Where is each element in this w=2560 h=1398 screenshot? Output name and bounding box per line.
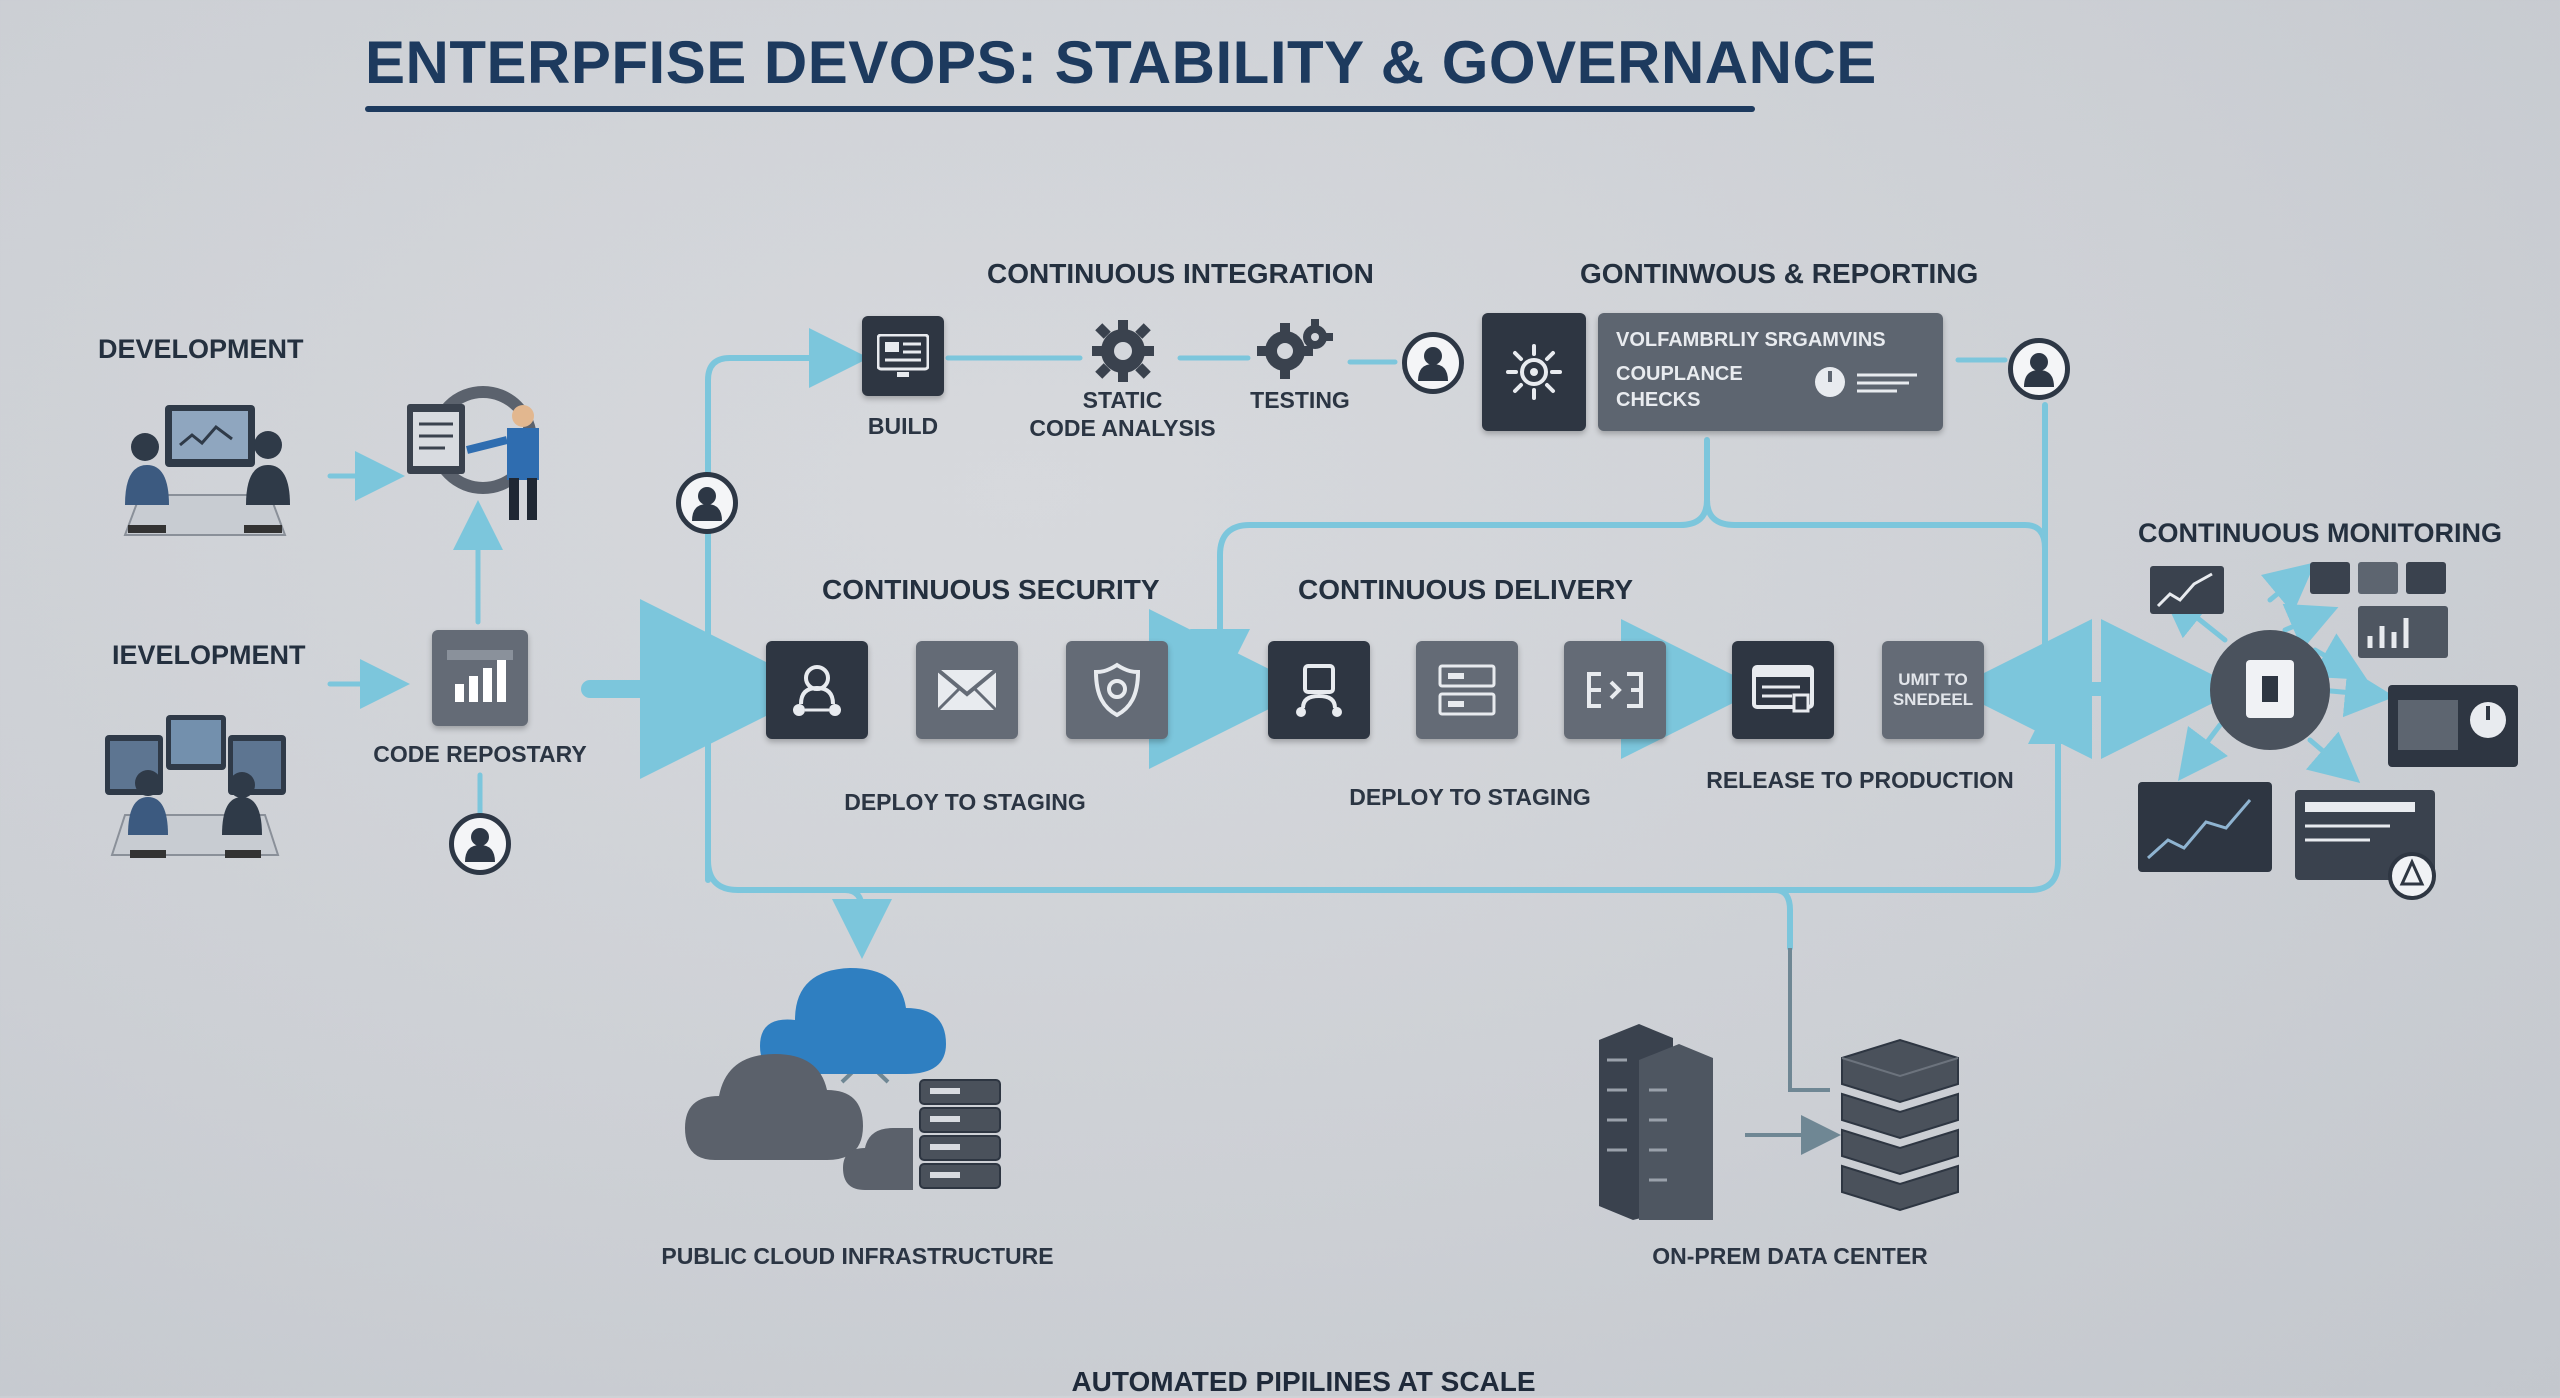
user-avatar-icon-loop[interactable] bbox=[676, 472, 738, 534]
down-to-onprem bbox=[1772, 887, 1793, 951]
delivery-section-label: CONTINUOUS DELIVERY bbox=[1298, 574, 1633, 605]
user-avatar-icon-ci[interactable] bbox=[1402, 332, 1464, 394]
release-label: RELEASE TO PRODUCTION bbox=[1706, 767, 2014, 793]
delivery-person-tile[interactable] bbox=[1268, 641, 1370, 739]
unit-tile-text-1: UMIT TO bbox=[1898, 670, 1968, 689]
developer-team-icon bbox=[110, 395, 300, 560]
page-title: ENTERPFISE DEVOPS: STABILITY & GOVERNANC… bbox=[365, 29, 1877, 96]
spoke-2 bbox=[2282, 603, 2339, 650]
reporting-panel[interactable]: VOLFAMBRLIY SRGAMVINS COUPLANCE CHECKS bbox=[1598, 313, 1943, 431]
gears-icon bbox=[1255, 315, 1335, 390]
monitoring-section-label: CONTINUOUS MONITORING bbox=[2138, 518, 2502, 548]
spoke-7 bbox=[2260, 562, 2316, 614]
code-repository-tile[interactable] bbox=[432, 630, 528, 726]
database-stack-icon bbox=[1838, 1038, 1963, 1228]
ci-section-label: CONTINUOUS INTEGRATION bbox=[987, 258, 1374, 289]
static-analysis-label: STATIC CODE ANALYSIS bbox=[1010, 386, 1235, 442]
bar-chart-icon bbox=[447, 650, 513, 702]
release-screen-icon bbox=[1752, 665, 1814, 713]
build-label: BUILD bbox=[867, 413, 939, 439]
security-section-label: CONTINUOUS SECURITY bbox=[822, 574, 1160, 605]
footer-caption: AUTOMATED PIPILINES AT SCALE bbox=[1071, 1366, 1536, 1397]
envelope-tile[interactable] bbox=[916, 641, 1018, 739]
code-repo-label: CODE REPOSTARY bbox=[373, 741, 587, 767]
testing-label: TESTING bbox=[1250, 387, 1350, 413]
envelope-icon bbox=[936, 668, 998, 712]
bug-gear-tile[interactable] bbox=[1482, 313, 1586, 431]
database-server-icon bbox=[1595, 1020, 1745, 1230]
status-dial-icon bbox=[1815, 367, 1917, 397]
reporting-line-1: VOLFAMBRLIY SRGAMVINS bbox=[1616, 329, 1886, 351]
reporting-section-label: GONTINWOUS & REPORTING bbox=[1580, 258, 1979, 289]
onprem-label: ON-PREM DATA CENTER bbox=[1652, 1243, 1928, 1269]
build-tile[interactable] bbox=[862, 316, 944, 396]
onprem-link bbox=[1788, 948, 1830, 1092]
build-monitor-icon bbox=[877, 334, 929, 377]
bottom-loop bbox=[705, 684, 2088, 893]
server-rack-icon bbox=[1438, 664, 1496, 716]
code-arrow-icon bbox=[1587, 672, 1643, 708]
down-to-cloud bbox=[832, 887, 892, 959]
static-label-line-1: STATIC bbox=[1082, 387, 1163, 413]
repo-document-icon bbox=[405, 380, 555, 535]
spoke-3 bbox=[2311, 633, 2368, 680]
reporting-line-3: CHECKS bbox=[1616, 389, 1701, 411]
security-person-icon bbox=[793, 665, 841, 716]
delivery-deploy-label: DEPLOY TO STAGING bbox=[1349, 784, 1591, 810]
loop-to-ci bbox=[705, 328, 869, 883]
server-rack-tile[interactable] bbox=[1416, 641, 1518, 739]
dev-top-label: DEVELOPMENT bbox=[98, 334, 304, 364]
cloud-icon bbox=[685, 960, 1025, 1225]
shield-icon bbox=[1093, 662, 1141, 718]
code-arrow-tile[interactable] bbox=[1564, 641, 1666, 739]
security-person-tile[interactable] bbox=[766, 641, 868, 739]
developer-team-icon-2 bbox=[100, 705, 290, 880]
user-avatar-icon-report[interactable] bbox=[2008, 338, 2070, 400]
bug-gear-icon bbox=[1506, 344, 1562, 400]
security-person-icon-2 bbox=[1296, 664, 1342, 717]
static-label-line-2: CODE ANALYSIS bbox=[1029, 415, 1216, 441]
gear-icon bbox=[1088, 318, 1158, 389]
spoke-5 bbox=[2178, 722, 2228, 781]
shield-tile[interactable] bbox=[1066, 641, 1168, 739]
security-deploy-label: DEPLOY TO STAGING bbox=[844, 789, 1086, 815]
unit-tile-text-2: SNEDEEL bbox=[1892, 690, 1974, 709]
spoke-6 bbox=[2305, 731, 2361, 784]
title-underline bbox=[365, 106, 1755, 112]
cloud-label: PUBLIC CLOUD INFRASTRUCTURE bbox=[661, 1243, 1054, 1269]
unit-tile[interactable]: UMIT TO SNEDEEL bbox=[1882, 641, 1984, 739]
reporting-line-2: COUPLANCE bbox=[1616, 363, 1743, 385]
reporting-to-delivery bbox=[1190, 437, 1710, 689]
release-tile[interactable] bbox=[1732, 641, 1834, 739]
monitor-hub-icon bbox=[2130, 560, 2525, 915]
user-avatar-icon[interactable] bbox=[449, 813, 511, 875]
dev-bottom-label: IEVELOPMENT bbox=[112, 640, 306, 670]
